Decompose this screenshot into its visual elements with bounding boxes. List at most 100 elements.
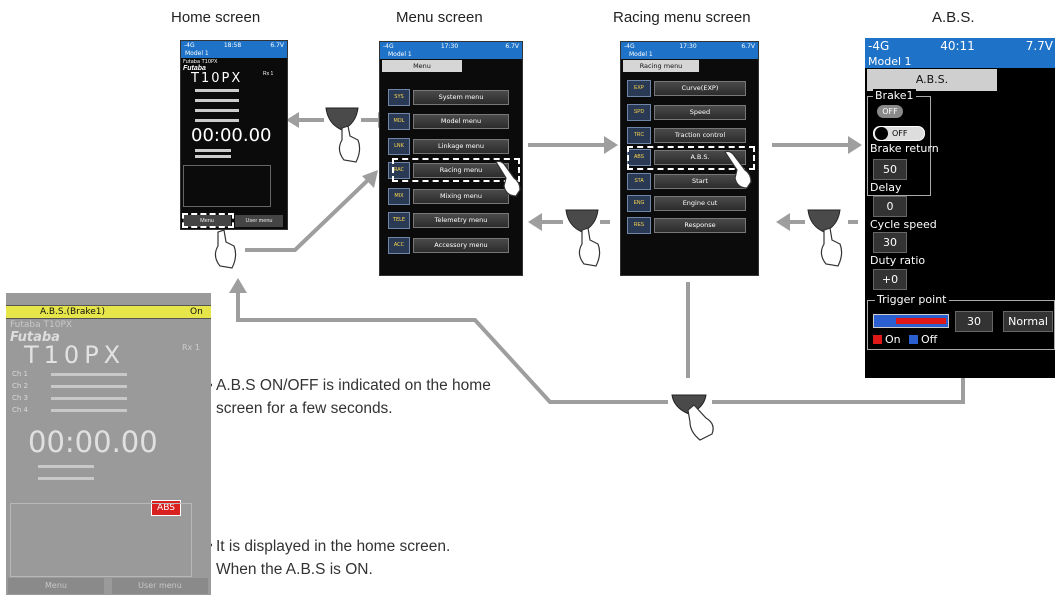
legend-off-swatch [909,335,918,344]
menu-button-big[interactable]: Menu [8,578,104,594]
legend-off-label: Off [921,333,938,346]
racing-menu-screen: -4G 17:30 6.7V Model 1 Racing menu EXP C… [620,41,759,276]
screen-title: Racing menu [623,60,699,72]
home-screen-abs-display: A.B.S.(Brake1) On Futaba T10PX Futaba T1… [6,293,211,595]
toggle-label: OFF [892,129,908,138]
band-text: -4G [383,43,394,50]
menu-screen: -4G 17:30 6.7V Model 1 Menu SYS System m… [379,41,523,276]
status-bar: -4G 18:58 6.7V [181,41,287,50]
toggle-knob [875,127,888,140]
note-home-display-line1: It is displayed in the home screen. [216,538,451,555]
caption-racing-menu-screen: Racing menu screen [613,9,751,26]
product-logo: T10PX [191,71,243,86]
off-toggle[interactable]: OFF [873,126,925,141]
menu-item-mixing[interactable]: MIX Mixing menu [388,188,509,205]
racing-item-response[interactable]: RES Response [627,217,746,234]
ch2-label: Ch 2 [12,382,29,390]
curve-icon: EXP [627,80,651,97]
screen-title: Menu [382,60,462,72]
menu-item-system[interactable]: SYS System menu [388,89,509,106]
user-menu-highlight [182,213,234,228]
menu-item-label: Accessory menu [413,238,509,253]
racing-item-label: A.B.S. [654,150,746,165]
menu-item-label: Mixing menu [413,189,509,204]
timer-bar-2 [38,477,94,480]
duty-ratio-value[interactable]: +0 [873,269,907,290]
trigger-value[interactable]: 30 [955,311,993,332]
menu-item-racing[interactable]: RAC Racing menu [388,162,509,179]
abs-screen: -4G 40:11 7.7V Model 1 A.B.S. Brake1 OFF… [865,38,1055,378]
menu-item-label: Model menu [413,114,509,129]
hand-icon-tap-racing [495,160,521,197]
racing-item-label: Engine cut [654,196,746,211]
racing-item-start[interactable]: STA Start [627,173,746,190]
model-bar: Model 1 [621,51,758,59]
menu-button-small[interactable]: Menu [183,215,231,227]
menu-item-linkage[interactable]: LNK Linkage menu [388,138,509,155]
hand-icon-3 [807,209,843,267]
brake-group-label: Brake1 [873,89,916,102]
trim-ch1 [195,89,239,92]
trigger-bar-on [896,318,946,324]
cycle-speed-value[interactable]: 30 [873,232,907,253]
racing-item-abs[interactable]: ABS A.B.S. [627,149,746,166]
user-menu-button-big[interactable]: User menu [112,578,208,594]
speed-icon: SPD [627,104,651,121]
screen-title: A.B.S. [867,69,997,91]
racing-item-label: Curve(EXP) [654,81,746,96]
trim-ch4 [195,119,239,122]
note-home-display-line2: When the A.B.S is ON. [216,561,373,578]
model-bar: Model 1 [380,51,522,59]
racing-item-traction[interactable]: TRC Traction control [627,127,746,144]
product-logo: T10PX [24,341,126,369]
timer-bar-1 [195,149,231,152]
battery-text: 6.7V [270,42,284,49]
model-menu-icon: MDL [388,113,410,130]
time-text: 17:30 [679,43,697,50]
delay-value[interactable]: 0 [873,196,907,217]
user-menu-button-small[interactable]: User menu [235,215,283,227]
trigger-bar [873,314,949,328]
ch3-bar [51,397,127,400]
setting-list [183,165,271,207]
abs-alert-bar: A.B.S.(Brake1) On [6,305,211,319]
hand-icon-5 [214,229,237,269]
telemetry-menu-icon: TELE [388,212,410,229]
status-bar: -4G 17:30 6.7V [380,42,522,51]
time-text: 17:30 [440,43,459,50]
start-icon: STA [627,173,651,190]
legend-on-swatch [873,335,882,344]
menu-item-telemetry[interactable]: TELE Telemetry menu [388,212,509,229]
abs-item-highlight [627,146,755,170]
status-bar: -4G 40:11 7.7V [865,38,1055,55]
trim-ch3 [195,109,239,112]
delay-label: Delay [870,181,902,194]
trigger-mode-button[interactable]: Normal [1003,311,1053,332]
menu-item-model[interactable]: MDL Model menu [388,113,509,130]
hand-icon-2 [565,209,601,267]
racing-item-engine-cut[interactable]: ENG Engine cut [627,195,746,212]
off-pill[interactable]: OFF [877,105,903,118]
brake-return-value[interactable]: 50 [873,159,907,180]
abs-alert-label: A.B.S.(Brake1) [40,307,106,317]
timer-bar-2 [195,155,231,158]
cycle-speed-label: Cycle speed [870,218,937,231]
menu-item-label: Linkage menu [413,139,509,154]
menu-item-accessory[interactable]: ACC Accessory menu [388,237,509,254]
time-text: 40:11 [940,39,975,53]
ch2-bar [51,385,127,388]
abs-badge: ABS [151,500,181,516]
caption-menu-screen: Menu screen [396,9,483,26]
response-icon: RES [627,217,651,234]
rx-text: Rx 1 [182,343,200,352]
hand-icon-1 [325,107,361,163]
trim-ch2 [195,99,239,102]
timer-bar-1 [38,465,94,468]
battery-text: 6.7V [741,43,755,50]
racing-item-curve[interactable]: EXP Curve(EXP) [627,80,746,97]
racing-item-speed[interactable]: SPD Speed [627,104,746,121]
linkage-menu-icon: LNK [388,138,410,155]
ch3-label: Ch 3 [12,394,29,402]
traction-icon: TRC [627,127,651,144]
caption-abs: A.B.S. [932,9,975,26]
